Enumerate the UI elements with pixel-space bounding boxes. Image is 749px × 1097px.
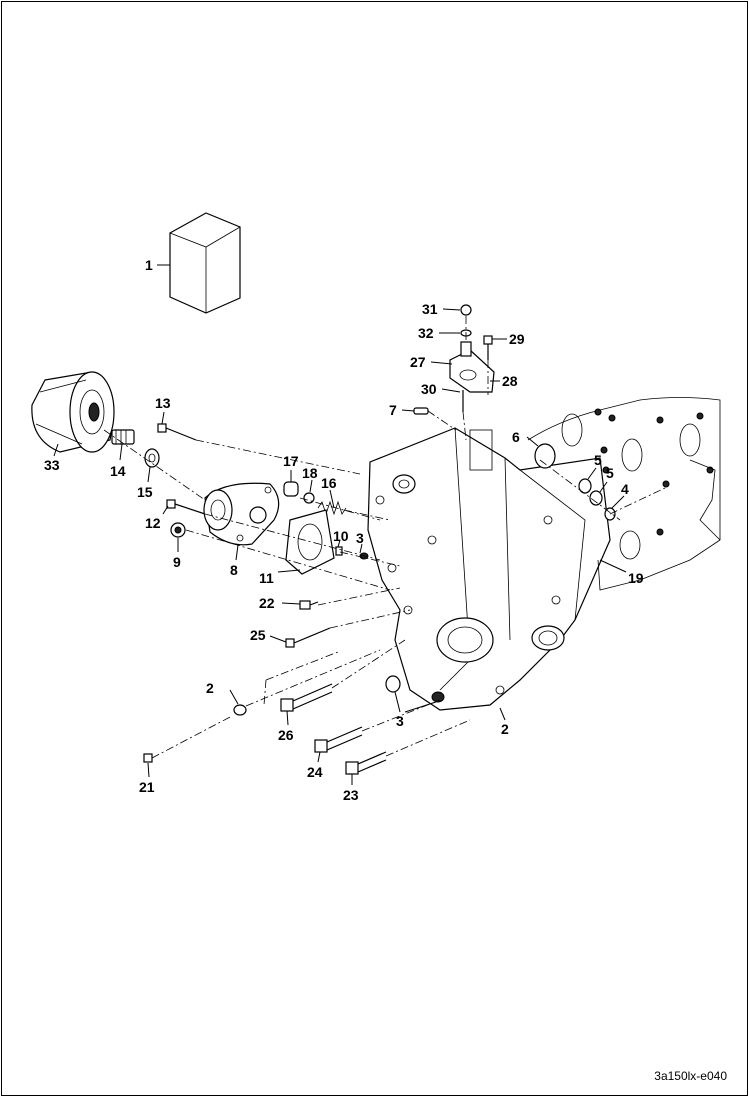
callout-33: 33	[44, 457, 60, 473]
callout-28: 28	[502, 373, 518, 389]
part-25-screw	[285, 627, 331, 648]
part-3-plug-lower	[385, 675, 445, 703]
callout-10: 10	[333, 528, 349, 544]
callout-8: 8	[230, 562, 238, 578]
callout-26: 26	[278, 727, 294, 743]
part-26-bolt	[280, 683, 333, 712]
callout-29: 29	[509, 331, 525, 347]
part-33-oil-filter	[31, 371, 115, 453]
callout-18: 18	[302, 465, 318, 481]
callout-1: 1	[145, 257, 153, 273]
callout-2-lower: 2	[206, 680, 214, 696]
callout-25: 25	[250, 627, 266, 643]
callout-14: 14	[110, 463, 126, 479]
callout-17: 17	[283, 453, 299, 469]
callout-23: 23	[343, 787, 359, 803]
callout-5a: 5	[594, 452, 602, 468]
callout-6: 6	[512, 429, 520, 445]
callout-27: 27	[410, 354, 426, 370]
callout-19: 19	[628, 570, 644, 586]
part-12-bolt	[166, 499, 206, 515]
part-6-oring	[534, 443, 556, 469]
part-20-washer	[233, 704, 247, 716]
callout-15: 15	[137, 484, 153, 500]
callout-3-lower: 3	[396, 713, 404, 729]
part-31-nut	[460, 304, 472, 316]
callout-12: 12	[145, 515, 161, 531]
callout-16: 16	[321, 475, 337, 491]
part-15-washer	[144, 448, 160, 468]
part-14-fitting	[111, 429, 135, 445]
part-18-ball	[303, 492, 315, 504]
callout-3-upper: 3	[356, 530, 364, 546]
callout-11: 11	[259, 570, 274, 586]
callout-24: 24	[307, 764, 323, 780]
callout-30: 30	[421, 381, 437, 397]
drawing-reference-id: 3a150lx-e040	[654, 1069, 727, 1083]
part-17-sleeve	[283, 481, 299, 497]
part-1-kit-box	[169, 212, 241, 314]
part-5-oring-a	[578, 478, 592, 494]
part-22-screw	[299, 600, 319, 610]
callout-22: 22	[259, 595, 275, 611]
part-13-bolt	[157, 423, 197, 441]
part-29-bolt	[483, 335, 493, 360]
callout-31: 31	[422, 301, 438, 317]
callout-9: 9	[173, 554, 181, 570]
part-23-bolt	[345, 751, 387, 775]
callout-7: 7	[389, 402, 397, 418]
callout-21: 21	[139, 779, 155, 795]
callouts: 1 2 3 3 2 4 5 5 6 7 8 9 10 11 12 13	[44, 257, 644, 803]
part-10-pin	[335, 546, 343, 556]
part-8-filter-housing	[203, 482, 280, 546]
part-19-gasket-plate	[527, 397, 721, 591]
part-7-pin	[413, 407, 429, 415]
part-5-oring-b	[589, 490, 603, 506]
callout-2: 2	[501, 721, 509, 737]
callout-4: 4	[621, 481, 629, 497]
part-9-plug	[170, 522, 186, 538]
callout-13: 13	[155, 395, 171, 411]
callout-5b: 5	[606, 465, 614, 481]
part-27-bracket	[449, 341, 495, 393]
part-21-stud	[143, 715, 233, 763]
part-2-gear-case	[367, 427, 611, 711]
callout-32: 32	[418, 325, 434, 341]
part-24-bolt	[314, 726, 363, 753]
